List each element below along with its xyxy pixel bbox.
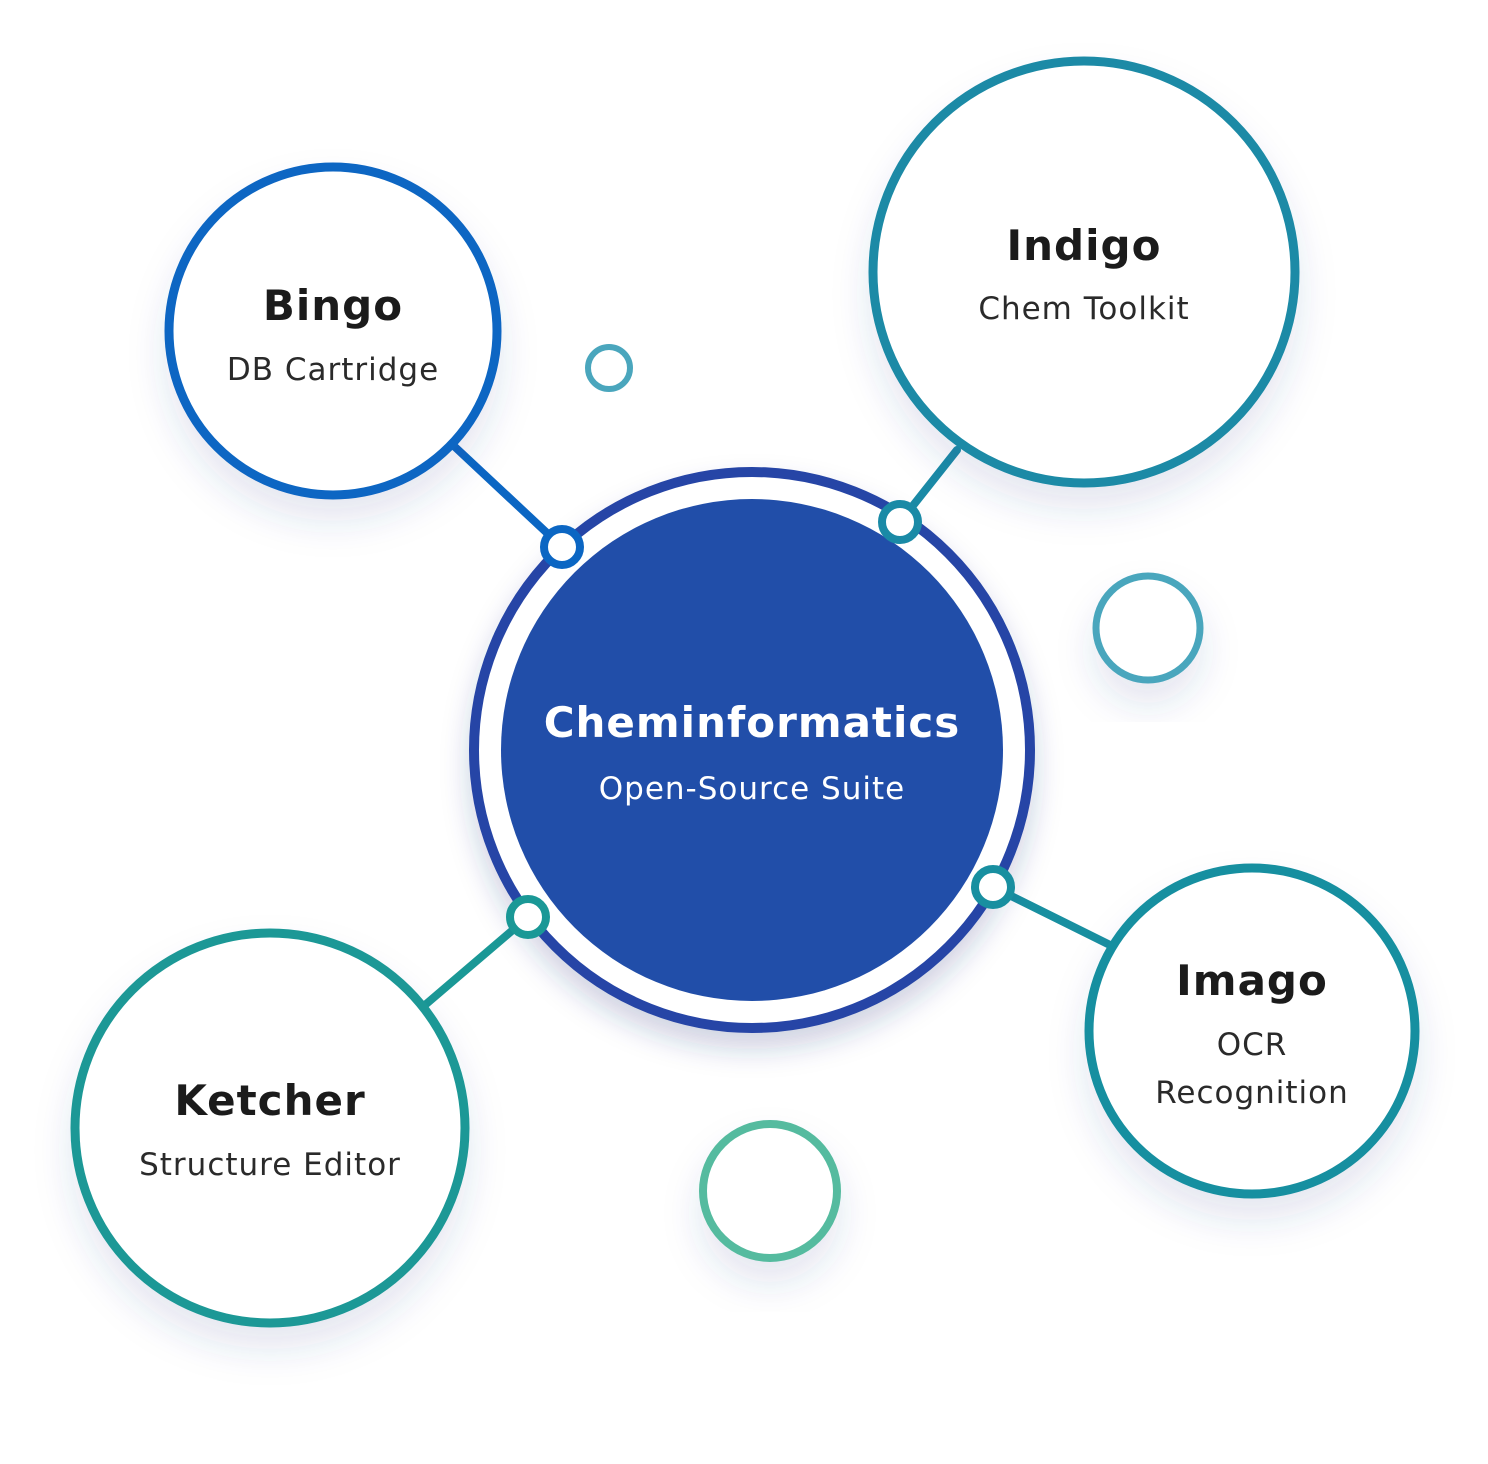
connector-dot-bingo (540, 525, 584, 569)
node-indigo-subtitle: Chem Toolkit (978, 291, 1189, 327)
node-bingo: Bingo DB Cartridge (164, 162, 502, 500)
decorative-circle-medium (1092, 572, 1204, 684)
center-inner-fill (501, 499, 1003, 1001)
center-subtitle: Open-Source Suite (599, 771, 905, 807)
connector-ketcher (421, 913, 532, 1009)
decorative-circle-small (585, 344, 633, 392)
node-imago-circle (1084, 863, 1420, 1199)
node-imago: Imago OCR Recognition (1084, 863, 1420, 1199)
connector-dot-indigo (878, 500, 922, 544)
node-ketcher-subtitle: Structure Editor (139, 1147, 401, 1183)
connector-dot-ketcher (506, 895, 550, 939)
node-bingo-subtitle: DB Cartridge (227, 352, 439, 388)
node-indigo-title: Indigo (1007, 221, 1162, 270)
node-ketcher: Ketcher Structure Editor (70, 928, 470, 1328)
node-ketcher-circle (70, 928, 470, 1328)
node-imago-subtitle-line2: Recognition (1155, 1075, 1349, 1111)
node-bingo-circle (164, 162, 502, 500)
center-node: Cheminformatics Open-Source Suite (469, 467, 1035, 1033)
center-title: Cheminformatics (544, 698, 961, 747)
node-imago-subtitle-line1: OCR (1217, 1027, 1288, 1063)
node-imago-title: Imago (1176, 956, 1328, 1005)
node-ketcher-title: Ketcher (174, 1076, 365, 1125)
node-indigo: Indigo Chem Toolkit (868, 56, 1300, 488)
connector-dot-imago (971, 865, 1015, 909)
connector-bingo (451, 443, 566, 551)
node-indigo-circle (868, 56, 1300, 488)
node-bingo-title: Bingo (263, 281, 403, 330)
decorative-circle-large (699, 1120, 841, 1262)
